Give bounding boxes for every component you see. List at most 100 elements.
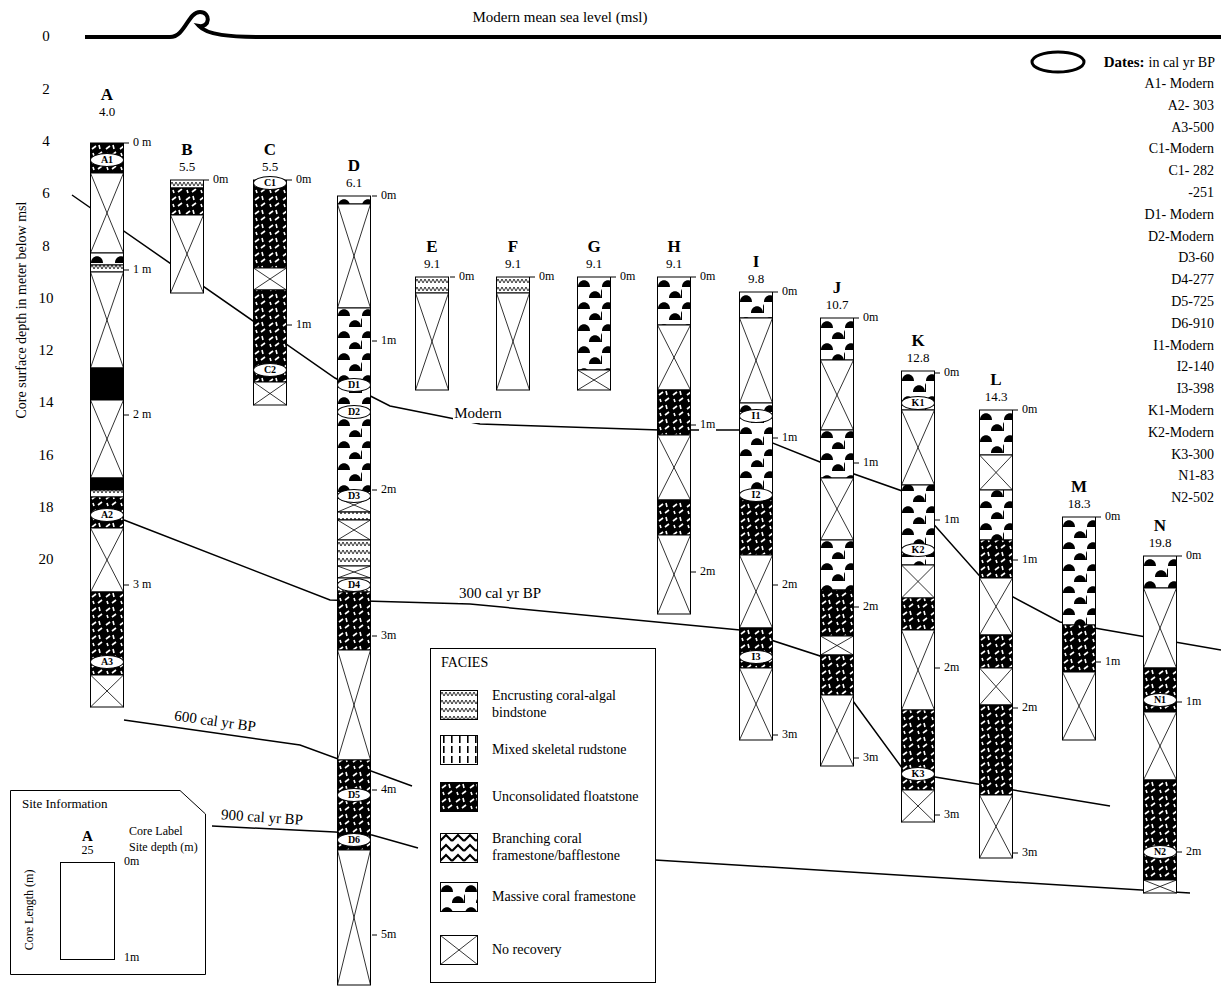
depth-tick bbox=[372, 341, 377, 342]
no-recovery-cross bbox=[1144, 880, 1177, 893]
no-recovery-cross bbox=[821, 478, 854, 540]
no-recovery-cross bbox=[821, 636, 854, 655]
facies-interval bbox=[338, 566, 371, 578]
facies-interval bbox=[980, 668, 1013, 705]
date-entry: I1-Modern bbox=[1152, 338, 1215, 354]
site-info-label: Site depth (m) bbox=[128, 841, 199, 855]
date-marker: I3 bbox=[739, 650, 773, 664]
no-recovery-cross bbox=[902, 630, 935, 710]
facies-interval bbox=[902, 410, 935, 485]
date-marker: D4 bbox=[337, 578, 371, 592]
no-recovery-cross bbox=[254, 268, 287, 290]
facies-interval bbox=[91, 253, 124, 265]
no-recovery-cross bbox=[1063, 672, 1096, 740]
depth-tick bbox=[1096, 662, 1101, 663]
depth-mark: 1m bbox=[699, 418, 716, 432]
depth-mark: 0 m bbox=[132, 136, 152, 150]
facies-interval bbox=[338, 308, 371, 498]
facies-interval bbox=[1063, 625, 1096, 672]
core-column: M18.3 bbox=[1062, 517, 1096, 740]
facies-interval bbox=[338, 578, 371, 592]
axis-number: 12 bbox=[38, 342, 55, 359]
facies-interval bbox=[254, 268, 287, 290]
date-code: I3 bbox=[752, 652, 761, 662]
no-recovery-cross bbox=[821, 360, 854, 430]
facies-interval bbox=[658, 390, 691, 435]
no-recovery-cross bbox=[441, 936, 478, 965]
depth-mark: 0m bbox=[538, 270, 555, 284]
facies-interval bbox=[497, 293, 530, 390]
no-recovery-cross bbox=[1144, 712, 1177, 780]
depth-mark: 0m bbox=[619, 270, 636, 284]
site-depth: 18.3 bbox=[1068, 497, 1091, 511]
isochron-label: 900 cal yr BP bbox=[219, 806, 304, 829]
no-recovery-cross bbox=[91, 528, 124, 592]
no-recovery-cross bbox=[902, 410, 935, 485]
date-marker: K2 bbox=[901, 543, 935, 557]
facies-interval bbox=[740, 292, 773, 318]
facies-interval bbox=[338, 540, 371, 566]
date-code: D2 bbox=[348, 407, 360, 417]
depth-mark: 0m bbox=[380, 189, 397, 203]
axis-number: 18 bbox=[38, 499, 55, 516]
site-info-box: Site InformationA25 bbox=[10, 790, 206, 975]
no-recovery-cross bbox=[658, 535, 691, 614]
date-code: D4 bbox=[348, 580, 360, 590]
legend-swatch bbox=[440, 690, 478, 720]
depth-mark: 3m bbox=[1021, 846, 1038, 860]
depth-tick bbox=[124, 415, 129, 416]
no-recovery-cross bbox=[338, 204, 371, 308]
core-column: E9.1 bbox=[415, 277, 449, 390]
depth-mark: 2m bbox=[943, 661, 960, 675]
no-recovery-cross bbox=[1144, 588, 1177, 668]
no-recovery-cross bbox=[740, 555, 773, 628]
facies-interval bbox=[980, 578, 1013, 635]
date-entry: D3-60 bbox=[1177, 250, 1215, 266]
no-recovery-cross bbox=[91, 173, 124, 253]
date-code: D1 bbox=[348, 380, 360, 390]
facies-interval bbox=[497, 277, 530, 293]
facies-interval bbox=[821, 695, 854, 766]
depth-mark: 0m bbox=[1185, 549, 1202, 563]
facies-interval bbox=[91, 368, 124, 400]
facies-interval bbox=[441, 936, 478, 965]
no-recovery-cross bbox=[416, 293, 449, 390]
depth-tick bbox=[935, 520, 940, 521]
no-recovery-cross bbox=[980, 795, 1013, 858]
no-recovery-cross bbox=[740, 318, 773, 403]
facies-interval bbox=[91, 528, 124, 592]
facies-interval bbox=[254, 290, 287, 382]
core-label: H bbox=[667, 238, 680, 257]
site-depth: 4.0 bbox=[99, 105, 115, 119]
depth-tick bbox=[935, 668, 940, 669]
depth-mark: 0m bbox=[212, 173, 229, 187]
facies-interval bbox=[658, 277, 691, 325]
core-log bbox=[739, 292, 773, 740]
no-recovery-cross bbox=[254, 268, 287, 290]
depth-mark: 1m bbox=[862, 456, 879, 470]
depth-tick bbox=[372, 636, 377, 637]
no-recovery-cross bbox=[1063, 672, 1096, 740]
facies-interval bbox=[91, 490, 124, 497]
no-recovery-cross bbox=[980, 668, 1013, 705]
depth-tick bbox=[450, 277, 455, 278]
no-recovery-cross bbox=[578, 370, 611, 390]
core-label: E bbox=[426, 238, 437, 257]
depth-tick bbox=[691, 425, 696, 426]
no-recovery-cross bbox=[658, 325, 691, 390]
facies-interval bbox=[902, 630, 935, 710]
no-recovery-cross bbox=[91, 400, 124, 478]
facies-interval bbox=[980, 540, 1013, 578]
core-column: L14.3 bbox=[979, 410, 1013, 858]
axis-number: 10 bbox=[38, 290, 55, 307]
no-recovery-cross bbox=[91, 173, 124, 253]
no-recovery-cross bbox=[1144, 712, 1177, 780]
legend-text: No recovery bbox=[492, 942, 648, 959]
axis-number: 6 bbox=[41, 185, 51, 202]
depth-mark: 2m bbox=[1185, 845, 1202, 859]
core-column: A4.0A1A2A3 bbox=[90, 143, 124, 707]
site-info-border bbox=[11, 791, 206, 975]
facies-interval bbox=[1063, 517, 1096, 625]
date-marker: A1 bbox=[90, 153, 124, 167]
no-recovery-cross bbox=[740, 668, 773, 740]
